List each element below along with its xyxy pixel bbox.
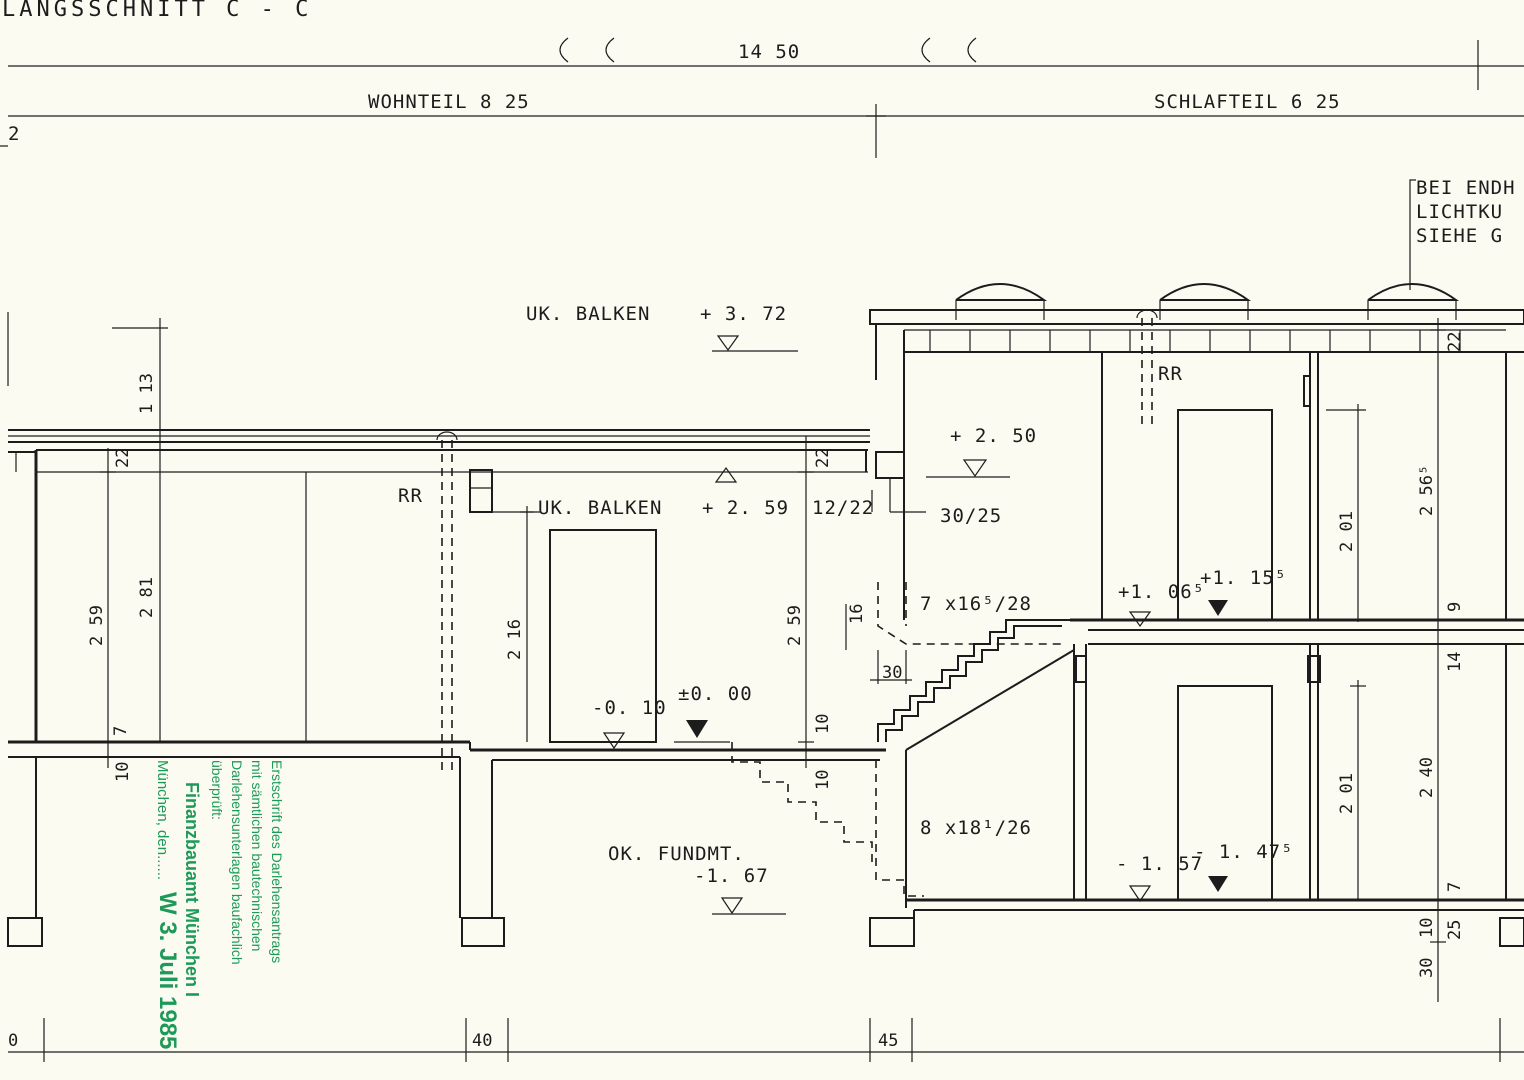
dim-30-right: 30 [1417,958,1437,978]
label-level-106: +1. 06⁵ [1118,581,1205,603]
stamp-line-6: München, den...... [154,760,171,880]
label-beam-upper-level: + 3. 72 [700,303,787,325]
label-level-000: ±0. 00 [678,683,753,705]
approval-stamp: Erstschrift des Darlehensantrags mit säm… [154,760,285,1049]
stamp-line-3: Darlehensunterlagen baufachlich [229,760,245,965]
drawing-title: LANGSSCHNITT C - C [2,0,312,22]
section-label-living: WOHNTEIL 8 25 [368,91,530,113]
dim-259-mid: 2 59 [785,605,805,646]
dim-10-left: 10 [113,762,133,782]
section-label-sleeping: SCHLAFTEIL 6 25 [1154,91,1341,113]
stamp-date: W 3. Juli 1985 [154,892,181,1049]
label-beam-lower-level: + 2. 59 [702,497,789,519]
dim-113: 1 13 [137,373,157,414]
note-line-3: SIEHE G [1416,225,1503,247]
dim-16: 16 [847,604,867,624]
label-beam-30-25: 30/25 [940,505,1002,527]
label-level-m010: -0. 10 [592,697,667,719]
stamp-line-4: überprüft: [209,760,225,820]
dim-bottom-40: 40 [472,1031,492,1051]
dim-259-left: 2 59 [87,605,107,646]
label-level-115: +1. 15⁵ [1200,567,1287,589]
dim-281: 2 81 [137,577,157,618]
label-beam-upper: UK. BALKEN [526,303,650,325]
stamp-line-1: Erstschrift des Darlehensantrags [269,760,285,963]
label-ok-fundmt: OK. FUNDMT. [608,843,745,865]
note-line-2: LICHTKU [1416,201,1503,223]
label-rr-right: RR [1158,363,1183,385]
label-stair-lower: 8 x18¹/26 [920,817,1032,839]
dim-30: 30 [882,663,902,683]
dim-22-right: 22 [1445,332,1465,352]
dim-total-width: 14 50 [738,41,800,63]
margin-number: 2 [8,123,20,145]
label-beam-lower: UK. BALKEN [538,497,662,519]
dim-7-left: 7 [111,726,131,736]
dim-bottom-0: 0 [8,1031,18,1051]
label-level-m1475: - 1. 47⁵ [1194,841,1294,863]
dim-10-mid-a: 10 [813,714,833,734]
dim-14: 14 [1445,652,1465,672]
dim-216: 2 16 [505,619,525,660]
note-line-1: BEI ENDH [1416,177,1516,199]
dim-7-right: 7 [1445,882,1465,892]
label-ok-fundmt-level: -1. 67 [694,865,769,887]
dim-2565: 2 56⁵ [1417,465,1437,516]
dim-201-lower: 2 01 [1337,773,1357,814]
label-stair-upper: 7 x16⁵/28 [920,593,1032,615]
dim-201-upper: 2 01 [1337,511,1357,552]
label-rr-left: RR [398,485,423,507]
dim-22-left: 22 [113,448,133,468]
dim-25-right: 25 [1445,920,1465,940]
label-beam-12-22: 12/22 [812,497,874,519]
dim-9: 9 [1445,602,1465,612]
label-level-m157: - 1. 57 [1116,853,1203,875]
dim-bottom-45: 45 [878,1031,898,1051]
stamp-line-5: Finanzbauamt München I [182,782,202,997]
label-level-250: + 2. 50 [950,425,1037,447]
dim-10-mid-b: 10 [813,770,833,790]
dim-10-right: 10 [1417,918,1437,938]
dim-240: 2 40 [1417,757,1437,798]
stamp-line-2: mit sämtlichen bautechnischen [249,760,265,951]
dim-22-mid: 22 [813,448,833,468]
